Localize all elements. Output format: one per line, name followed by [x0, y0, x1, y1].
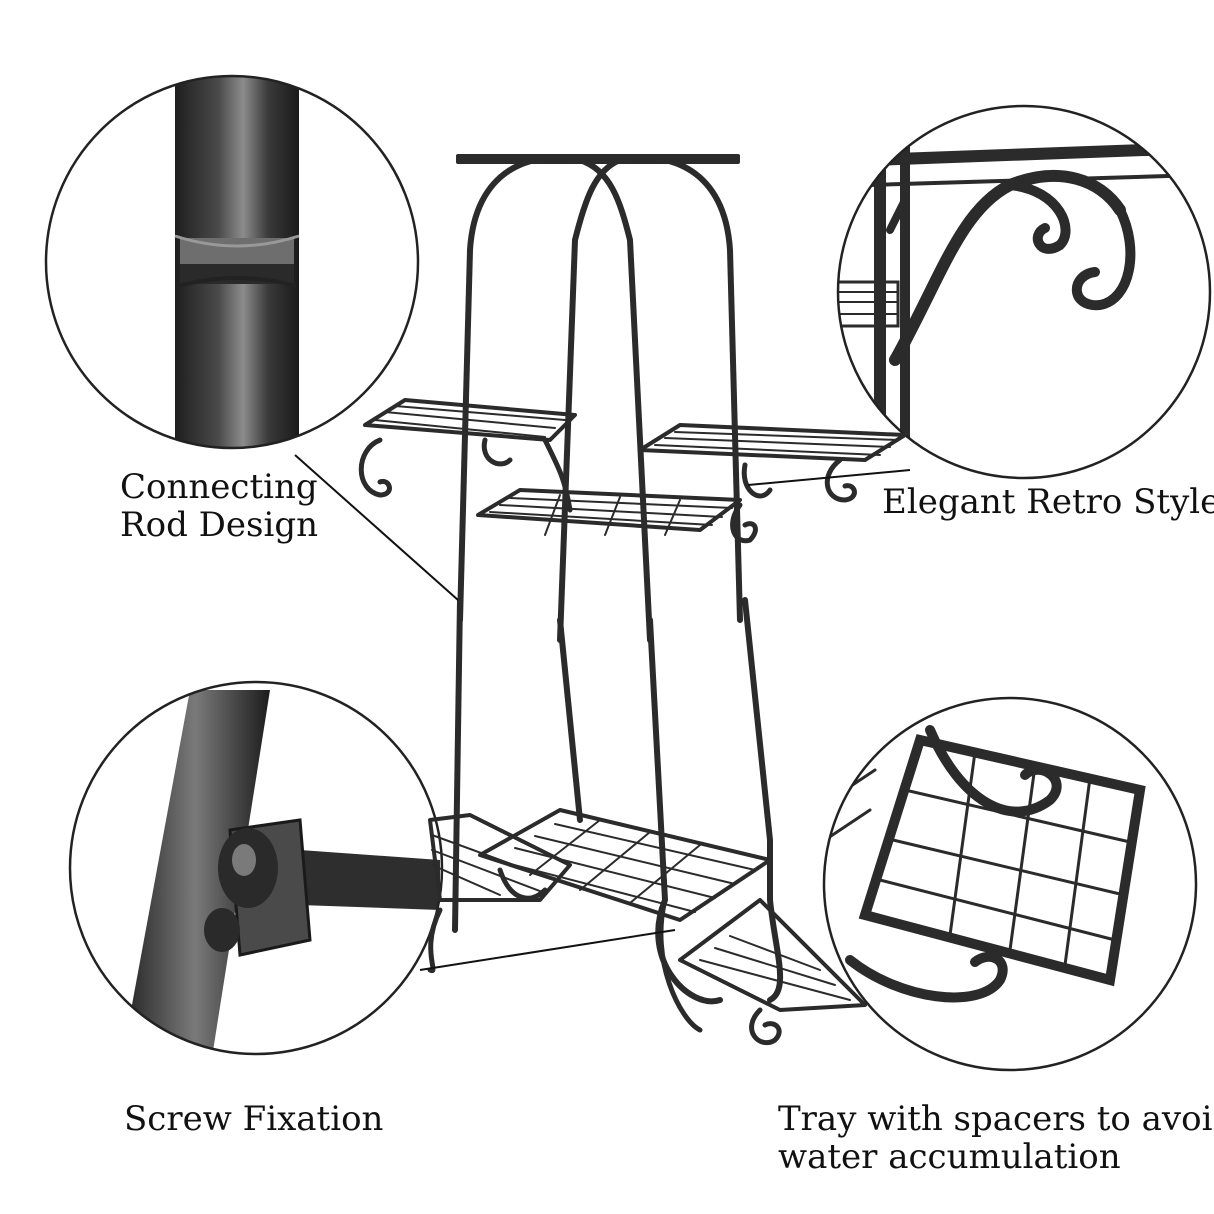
leader-screw-fixation	[419, 929, 676, 971]
caption-tray-spacers-line-1: Tray with spacers to avoid	[778, 1099, 1214, 1139]
caption-retro-style: Elegant Retro Style	[882, 482, 1214, 522]
caption-tray-spacers-line-2: water accumulation	[778, 1137, 1121, 1177]
tray-spacers-detail	[822, 696, 1198, 1072]
screw-fixation-detail	[68, 680, 444, 1056]
retro-style-detail	[836, 104, 1212, 480]
caption-screw-fixation: Screw Fixation	[124, 1099, 384, 1139]
leader-retro-style	[747, 469, 911, 486]
caption-connecting-rod-line-2: Rod Design	[120, 505, 319, 545]
caption-connecting-rod: Connecting Rod Design	[120, 468, 318, 544]
leader-connecting-rod	[294, 454, 459, 601]
connecting-rod-detail	[44, 74, 420, 450]
plant-stand	[358, 154, 907, 1046]
caption-tray-spacers: Tray with spacers to avoid water accumul…	[778, 1100, 1214, 1176]
leader-lines	[294, 454, 911, 971]
caption-connecting-rod-line-1: Connecting	[120, 467, 318, 507]
